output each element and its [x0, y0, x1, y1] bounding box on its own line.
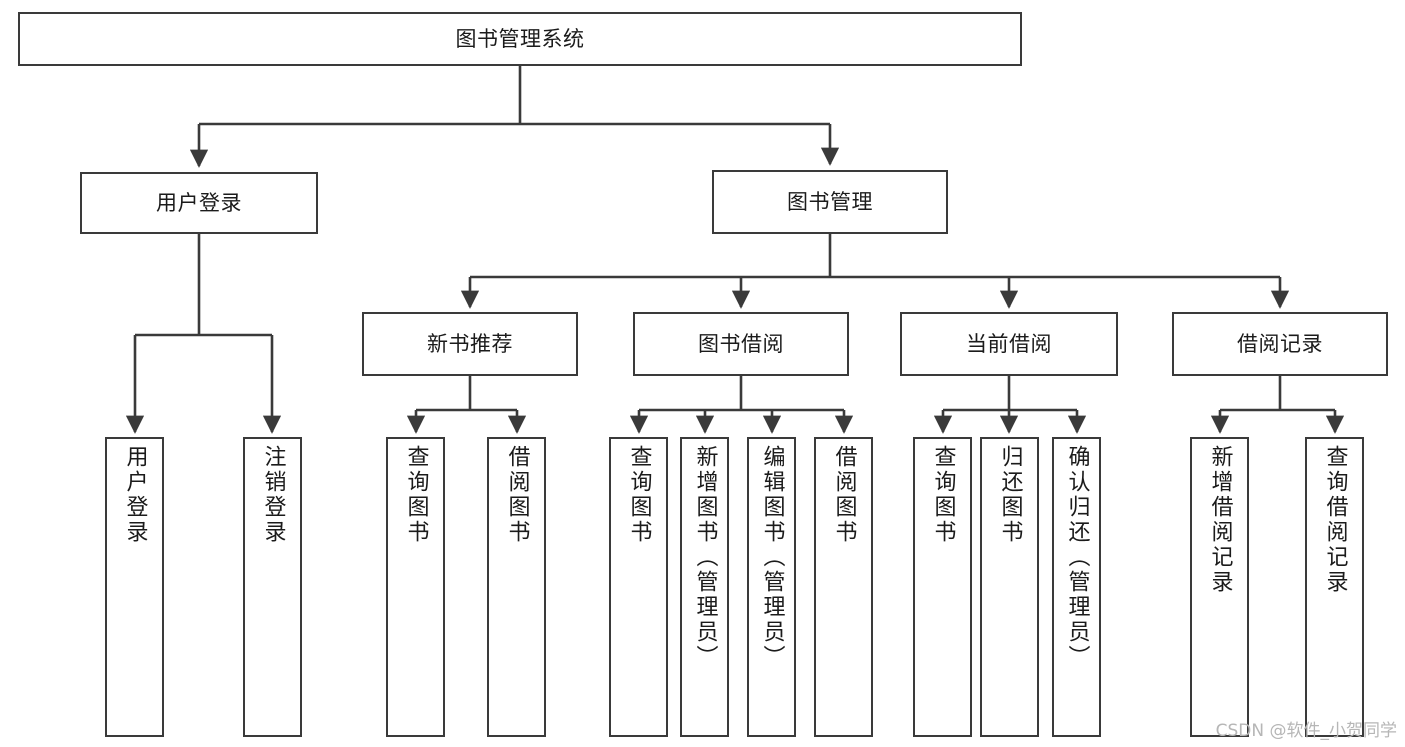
node-user-login-label: 用户登录	[156, 190, 242, 215]
node-borrow-record-label: 借阅记录	[1237, 331, 1323, 356]
leaf-current-query-book-label: 查询图书	[930, 445, 956, 545]
node-book-borrow[interactable]: 图书借阅	[633, 312, 849, 376]
leaf-record-add-label: 新增借阅记录	[1207, 445, 1233, 595]
leaf-record-query-label: 查询借阅记录	[1322, 445, 1348, 595]
node-book-management-label: 图书管理	[787, 189, 873, 214]
leaf-user-logout[interactable]: 注销登录	[243, 437, 302, 737]
node-new-book-recommend-label: 新书推荐	[427, 331, 513, 356]
leaf-borrow-borrow-book-label: 借阅图书	[831, 445, 857, 545]
leaf-record-query[interactable]: 查询借阅记录	[1305, 437, 1364, 737]
leaf-borrow-query-book[interactable]: 查询图书	[609, 437, 668, 737]
node-current-borrow[interactable]: 当前借阅	[900, 312, 1118, 376]
node-root[interactable]: 图书管理系统	[18, 12, 1022, 66]
leaf-borrow-edit-book-label: 编辑图书（管理员）	[759, 445, 785, 670]
leaf-current-return-book-label: 归还图书	[997, 445, 1023, 545]
node-root-label: 图书管理系统	[455, 26, 585, 51]
node-new-book-recommend[interactable]: 新书推荐	[362, 312, 578, 376]
node-book-borrow-label: 图书借阅	[698, 331, 784, 356]
leaf-user-login[interactable]: 用户登录	[105, 437, 164, 737]
leaf-new-query-book[interactable]: 查询图书	[386, 437, 445, 737]
node-book-management[interactable]: 图书管理	[712, 170, 948, 234]
leaf-current-return-book[interactable]: 归还图书	[980, 437, 1039, 737]
node-current-borrow-label: 当前借阅	[966, 331, 1052, 356]
leaf-current-confirm-return[interactable]: 确认归还（管理员）	[1052, 437, 1101, 737]
leaf-new-borrow-book-label: 借阅图书	[504, 445, 530, 545]
leaf-new-query-book-label: 查询图书	[403, 445, 429, 545]
node-user-login[interactable]: 用户登录	[80, 172, 318, 234]
node-borrow-record[interactable]: 借阅记录	[1172, 312, 1388, 376]
leaf-new-borrow-book[interactable]: 借阅图书	[487, 437, 546, 737]
leaf-user-logout-label: 注销登录	[260, 445, 286, 545]
leaf-borrow-borrow-book[interactable]: 借阅图书	[814, 437, 873, 737]
leaf-borrow-add-book-label: 新增图书（管理员）	[692, 445, 718, 670]
leaf-current-confirm-return-label: 确认归还（管理员）	[1064, 445, 1090, 670]
leaf-user-login-label: 用户登录	[122, 445, 148, 545]
leaf-borrow-add-book[interactable]: 新增图书（管理员）	[680, 437, 729, 737]
leaf-current-query-book[interactable]: 查询图书	[913, 437, 972, 737]
leaf-borrow-query-book-label: 查询图书	[626, 445, 652, 545]
leaf-record-add[interactable]: 新增借阅记录	[1190, 437, 1249, 737]
leaf-borrow-edit-book[interactable]: 编辑图书（管理员）	[747, 437, 796, 737]
